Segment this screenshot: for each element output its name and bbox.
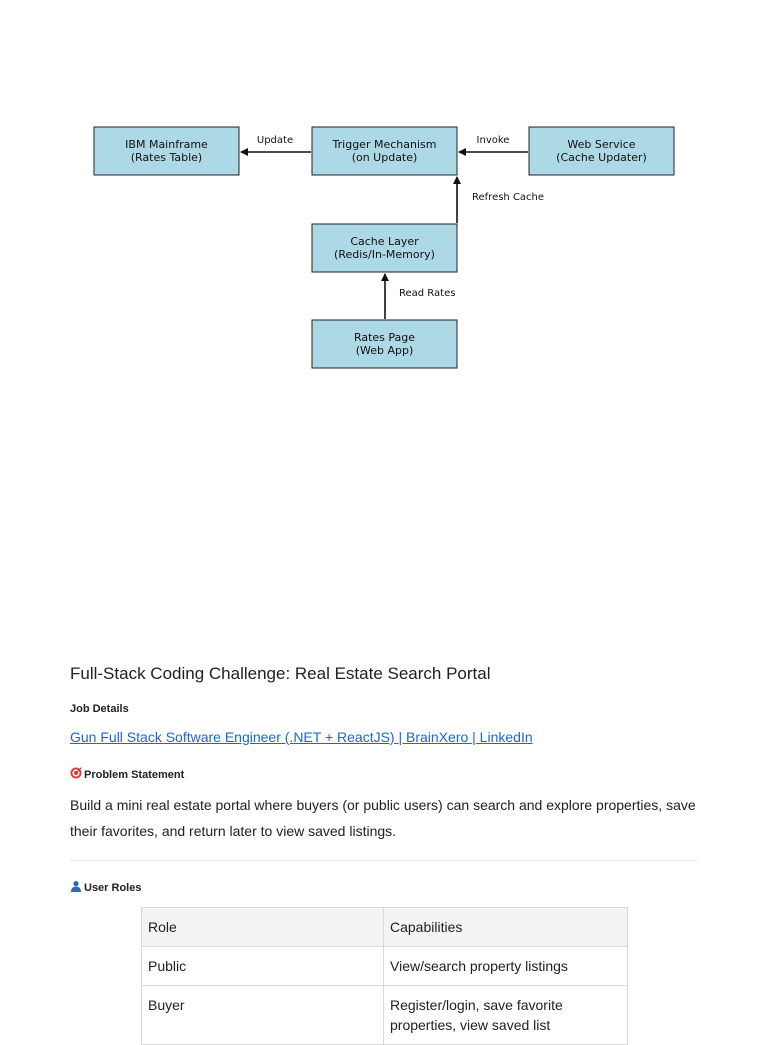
table-header-row: Role Capabilities xyxy=(141,907,628,947)
table-header-capabilities: Capabilities xyxy=(383,907,628,947)
node-rates-page-line2: (Web App) xyxy=(356,344,414,357)
problem-statement-heading-text: Problem Statement xyxy=(84,769,185,781)
table-cell-role: Public xyxy=(141,946,384,986)
node-cache-layer-line2: (Redis/In-Memory) xyxy=(334,248,435,261)
node-ibm-mainframe-line2: (Rates Table) xyxy=(131,151,202,164)
edge-update: Update xyxy=(240,135,311,156)
edge-read-rates: Read Rates xyxy=(381,273,455,319)
user-roles-heading-text: User Roles xyxy=(84,882,142,894)
node-trigger-mechanism-line1: Trigger Mechanism xyxy=(332,138,437,151)
edge-refresh-cache: Refresh Cache xyxy=(453,176,544,223)
problem-statement-text: Build a mini real estate portal where bu… xyxy=(70,797,696,839)
table-header-role: Role xyxy=(141,907,384,947)
user-roles-heading: User Roles xyxy=(70,880,141,894)
node-trigger-mechanism-line2: (on Update) xyxy=(352,151,418,164)
table-cell-capabilities: View/search property listings xyxy=(383,946,628,986)
table-row: Public View/search property listings xyxy=(141,946,628,986)
table-cell-capabilities: Register/login, save favorite properties… xyxy=(383,985,628,1045)
table-row: Buyer Register/login, save favorite prop… xyxy=(141,985,628,1045)
problem-statement-heading: Problem Statement xyxy=(70,767,184,781)
node-rates-page-line1: Rates Page xyxy=(354,331,415,344)
page-title: Full-Stack Coding Challenge: Real Estate… xyxy=(70,664,491,683)
user-icon xyxy=(70,880,82,894)
node-web-service: Web Service (Cache Updater) xyxy=(528,126,675,176)
job-posting-link[interactable]: Gun Full Stack Software Engineer (.NET +… xyxy=(70,729,533,745)
table-cell-role: Buyer xyxy=(141,985,384,1045)
target-icon xyxy=(70,767,82,781)
node-ibm-mainframe: IBM Mainframe (Rates Table) xyxy=(93,126,240,176)
node-trigger-mechanism: Trigger Mechanism (on Update) xyxy=(311,126,458,176)
edge-invoke-label: Invoke xyxy=(477,135,510,146)
job-details-heading: Job Details xyxy=(70,703,129,715)
node-rates-page: Rates Page (Web App) xyxy=(311,319,458,369)
edge-read-rates-label: Read Rates xyxy=(399,288,455,299)
node-cache-layer-line1: Cache Layer xyxy=(350,235,419,248)
node-web-service-line1: Web Service xyxy=(567,138,635,151)
user-roles-table: Role Capabilities Public View/search pro… xyxy=(141,907,628,1045)
node-ibm-mainframe-line1: IBM Mainframe xyxy=(125,138,208,151)
node-web-service-line2: (Cache Updater) xyxy=(556,151,647,164)
node-cache-layer: Cache Layer (Redis/In-Memory) xyxy=(311,223,458,273)
edge-invoke: Invoke xyxy=(458,135,528,156)
edge-update-label: Update xyxy=(257,135,293,146)
architecture-diagram: IBM Mainframe (Rates Table) Trigger Mech… xyxy=(93,126,675,369)
section-divider xyxy=(70,860,697,861)
edge-refresh-cache-label: Refresh Cache xyxy=(472,192,544,203)
